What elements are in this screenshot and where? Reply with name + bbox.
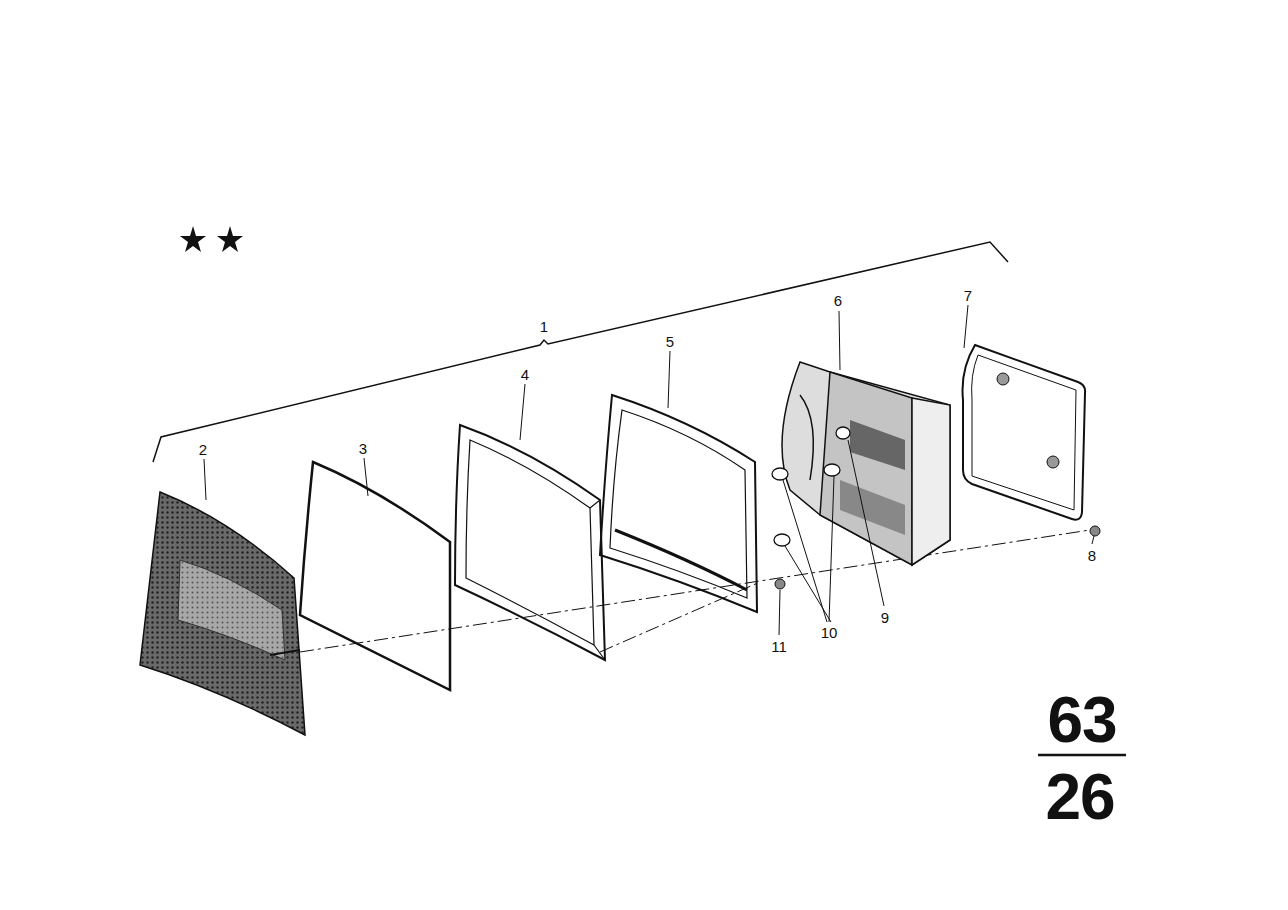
star-symbols <box>180 226 243 252</box>
callout-number: 4 <box>521 367 529 382</box>
frame-part-4 <box>455 425 605 660</box>
fraction-bar <box>1038 754 1126 757</box>
callout-number: 11 <box>771 639 787 654</box>
callout-number: 2 <box>199 442 207 457</box>
gasket-part <box>300 462 450 690</box>
callout-number: 7 <box>964 288 972 303</box>
axis-line <box>300 530 1090 652</box>
callout-number: 5 <box>666 334 674 349</box>
cover-part <box>963 345 1086 520</box>
callout-number: 6 <box>834 293 842 308</box>
housing-part <box>782 362 950 565</box>
callout-number: 8 <box>1088 548 1096 563</box>
nuts <box>775 526 1100 589</box>
frame-part-5 <box>600 395 757 612</box>
group-number: 26 <box>1045 765 1114 829</box>
leader-lines <box>204 305 1094 635</box>
group-number: 63 <box>1047 688 1116 752</box>
callout-number: 3 <box>359 441 367 456</box>
callout-number: 10 <box>821 625 838 640</box>
lens-part <box>140 492 305 735</box>
bulbs <box>772 427 850 546</box>
callout-number: 9 <box>881 610 889 625</box>
callout-number: 1 <box>540 319 548 334</box>
